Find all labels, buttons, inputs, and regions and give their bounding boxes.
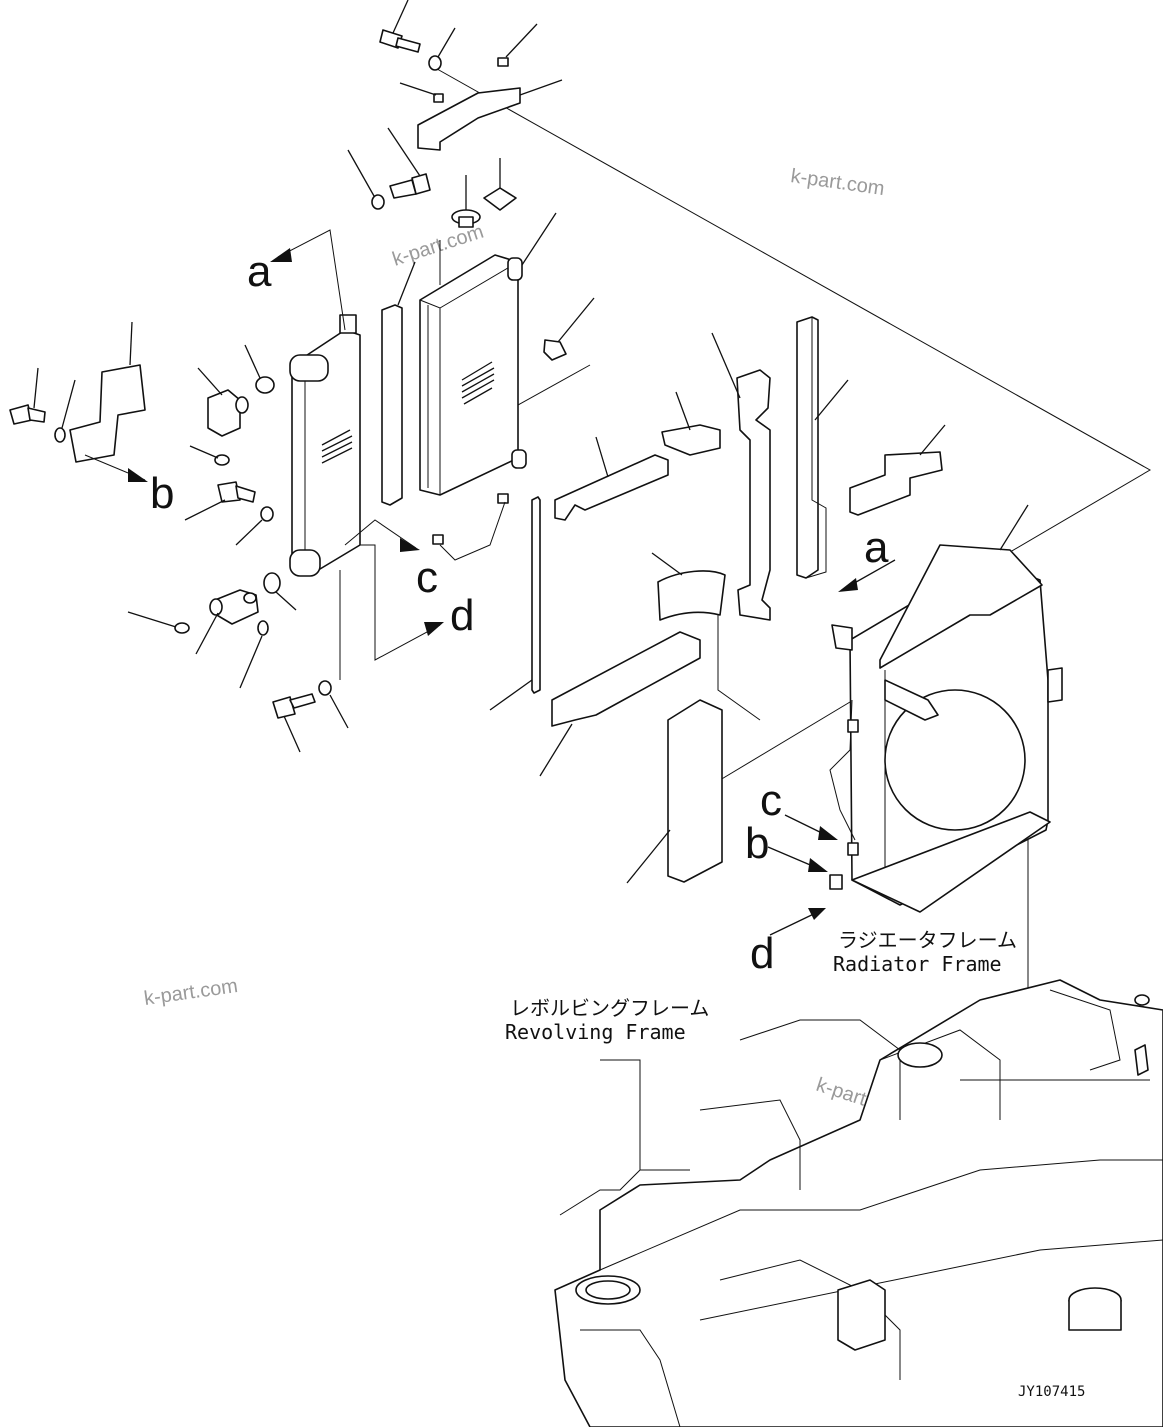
mid-bolt — [387, 127, 431, 199]
radiator-cap — [451, 175, 481, 228]
seal-notched — [554, 436, 669, 521]
revolving-frame-en: Revolving Frame — [505, 1020, 686, 1044]
tee-fitting — [195, 589, 259, 655]
bottom-bolt — [272, 693, 316, 753]
drawing-number: JY107415 — [1018, 1384, 1085, 1400]
radiator-frame — [829, 504, 1063, 913]
o-ring-2 — [189, 445, 230, 466]
mid-washer — [347, 149, 385, 210]
seal-block-small — [661, 391, 721, 456]
o-ring-4 — [127, 611, 190, 634]
watermark-radiator: k-part.com — [390, 221, 487, 271]
bottom-washer — [318, 680, 349, 729]
callout-c-right: c — [760, 776, 782, 825]
arrow-b-left — [128, 468, 148, 482]
callout-c-left: c — [416, 553, 438, 602]
seal-angled-tall — [711, 332, 771, 621]
arrow-d-right — [769, 908, 826, 936]
left-bolt — [9, 367, 46, 425]
revolving-frame — [554, 979, 1163, 1427]
seal-strip-1 — [381, 261, 416, 506]
leader-a-left — [277, 229, 346, 331]
small-nut — [399, 82, 444, 103]
callout-a-right: a — [864, 523, 889, 572]
cooler-bolt — [184, 481, 256, 521]
radiator-frame-jp: ラジエータフレーム — [838, 928, 1017, 952]
seal-block-tall — [626, 699, 723, 884]
cooler-grille — [321, 429, 353, 464]
radiator-grille — [461, 361, 495, 405]
arrow-a-right — [838, 559, 896, 592]
watermark-bottom-left: k-part.com — [143, 975, 240, 1010]
seal-curved — [651, 552, 726, 621]
cooler-washer — [235, 506, 274, 546]
arrow-d-left — [424, 622, 444, 636]
callout-b-right: b — [745, 819, 769, 868]
arrow-c-left — [400, 538, 420, 552]
o-ring-5 — [239, 620, 269, 689]
callout-b-left: b — [150, 469, 174, 518]
leader-d-left — [360, 544, 441, 661]
elbow-fitting — [197, 367, 249, 437]
oil-cooler — [289, 314, 361, 577]
callout-d-left: d — [450, 591, 474, 640]
seal-L — [849, 424, 946, 516]
top-washer — [428, 27, 456, 71]
revolving-frame-jp: レボルビングフレーム — [510, 996, 709, 1020]
callout-a-left: a — [247, 247, 272, 296]
seal-thin-long — [489, 496, 541, 711]
arrow-c-right — [784, 814, 838, 840]
seal-tall-bar — [796, 316, 849, 579]
arrow-a-left — [270, 248, 292, 262]
left-bracket — [69, 321, 146, 463]
seal-long-flat — [539, 631, 701, 777]
left-washer — [54, 379, 76, 443]
top-bracket — [417, 79, 563, 151]
drain-plug — [543, 297, 595, 361]
top-nut — [497, 23, 538, 67]
radiator-core — [419, 212, 557, 496]
top-bolt — [379, 0, 421, 53]
o-ring-3 — [263, 572, 297, 611]
arrow-b-right — [767, 846, 828, 872]
radiator-bottom-nuts — [432, 493, 509, 561]
cap-plate — [483, 158, 517, 211]
callout-d-right: d — [750, 929, 774, 978]
watermark-top-right: k-part.com — [789, 165, 886, 200]
leader-c-left — [344, 519, 417, 549]
o-ring-1 — [244, 344, 275, 394]
radiator-frame-en: Radiator Frame — [833, 952, 1002, 976]
